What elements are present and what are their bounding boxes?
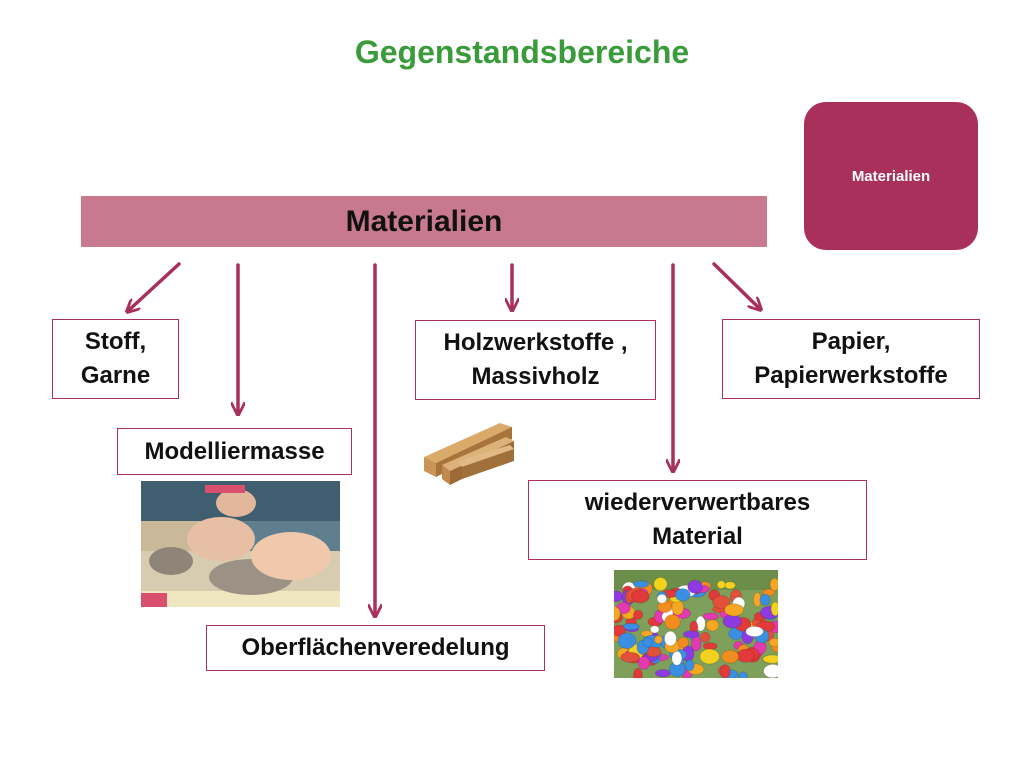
cup-shape xyxy=(768,637,778,648)
cup-shape xyxy=(649,625,660,634)
node-oberflaechenveredelung: Oberflächenveredelung xyxy=(206,625,545,671)
cup-shape xyxy=(763,663,778,678)
cup-shape xyxy=(724,581,736,590)
node-papier-line1: Papier, xyxy=(811,328,891,355)
node-modelliermasse-label: Modelliermasse xyxy=(144,437,325,465)
node-papier-line2: Papierwerkstoffe xyxy=(754,362,948,389)
cup-shape xyxy=(632,667,643,678)
cup-shape xyxy=(614,606,621,622)
node-wiederverwertbares-material: wiederverwertbares Material xyxy=(528,480,867,560)
cup-shape xyxy=(737,671,749,678)
cup-shape xyxy=(702,612,720,621)
cup-shape xyxy=(620,651,641,663)
cup-shape xyxy=(721,649,740,664)
cup-shape xyxy=(674,588,691,602)
cup-shape xyxy=(762,654,778,664)
node-oberflaechenveredelung-label: Oberflächenveredelung xyxy=(241,634,510,661)
node-holz-line1: Holzwerkstoffe , xyxy=(443,329,628,356)
cup-shape xyxy=(637,655,651,670)
cup-shape xyxy=(663,630,677,647)
cup-shape xyxy=(653,576,668,592)
cup-shape xyxy=(690,635,702,652)
cup-shape xyxy=(705,619,720,632)
node-stoff-line1: Stoff, xyxy=(84,328,147,355)
node-papier: Papier, Papierwerkstoffe xyxy=(722,319,980,399)
cup-shape xyxy=(762,588,776,597)
arrow-to-stoff xyxy=(129,262,181,310)
cup-shape xyxy=(723,603,745,617)
node-holzwerkstoffe: Holzwerkstoffe , Massivholz xyxy=(415,320,656,400)
cup-shape xyxy=(671,650,683,666)
cup-shape xyxy=(653,635,663,645)
cup-shape xyxy=(736,648,755,663)
cup-shape xyxy=(677,636,690,649)
cup-shape xyxy=(722,614,742,629)
cup-shape xyxy=(632,580,650,589)
cup-shape xyxy=(699,648,720,665)
cup-shape xyxy=(700,631,711,643)
cup-shape xyxy=(684,659,695,672)
recycled-cups-image xyxy=(614,570,778,678)
cup-shape xyxy=(745,625,764,638)
slide-title: Gegenstandsbereiche xyxy=(354,34,690,70)
cup-shape xyxy=(617,632,637,649)
cup-shape xyxy=(712,595,731,610)
header-bar: Materialien xyxy=(81,196,767,247)
cup-shape xyxy=(687,579,703,594)
node-stoff-line2: Garne xyxy=(80,362,151,389)
node-wieder-line1: wiederverwertbares xyxy=(584,489,811,516)
cup-shape xyxy=(654,669,672,678)
cup-shape xyxy=(769,577,778,592)
arrow-to-papier xyxy=(712,262,759,308)
cup-shape xyxy=(614,590,623,603)
cup-shape xyxy=(642,637,653,648)
cup-shape xyxy=(770,601,778,617)
node-modelliermasse: Modelliermasse xyxy=(117,428,352,475)
cup-shape xyxy=(632,609,644,621)
node-wieder-line2: Material xyxy=(652,523,743,550)
cup-shape xyxy=(664,614,681,630)
wood-sticks-image xyxy=(422,415,514,487)
header-label: Materialien xyxy=(345,204,503,238)
cup-shape xyxy=(716,580,726,590)
cup-shape xyxy=(719,664,731,678)
nav-badge-materialien[interactable]: Materialien xyxy=(804,102,978,250)
cup-shape xyxy=(759,593,771,606)
cup-shape xyxy=(630,589,650,604)
node-stoff-garne: Stoff, Garne xyxy=(52,319,179,399)
cup-shape xyxy=(682,630,700,639)
cup-shape xyxy=(614,624,626,637)
node-holz-line2: Massivholz xyxy=(471,363,600,390)
clay-modelling-image xyxy=(141,481,340,607)
nav-badge-label: Materialien xyxy=(851,167,931,185)
cup-shape xyxy=(656,593,668,604)
